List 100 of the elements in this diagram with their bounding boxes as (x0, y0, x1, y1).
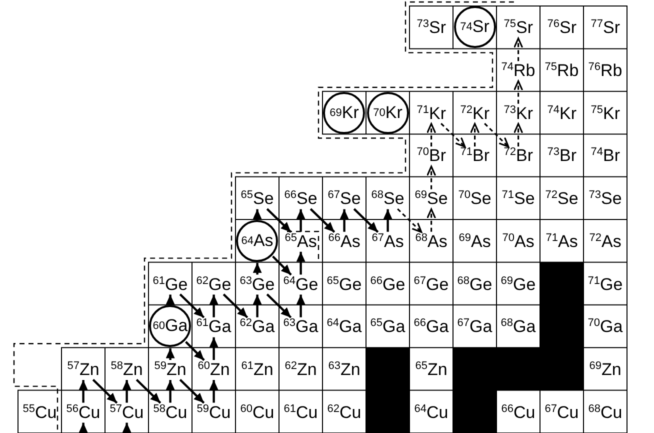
nuclide-label: $^{75}$Kr (590, 104, 621, 123)
nuclide-label: $^{70}$Se (457, 190, 492, 208)
nuclide-label: $^{76}$Rb (587, 62, 624, 80)
nuclide-label: $^{57}$Cu (108, 404, 145, 422)
stable-nuclide-cell (366, 390, 410, 433)
nuclide-label: $^{59}$Zn (153, 360, 188, 379)
nuclide-label: $^{66}$Ga (412, 318, 450, 336)
arrow (266, 208, 292, 233)
arrow (209, 294, 218, 318)
arrow (222, 294, 248, 318)
arrow (310, 208, 336, 233)
nuclide-label: $^{65}$Se (240, 190, 275, 208)
nuclide-label: $^{73}$Kr (502, 104, 534, 123)
nuclide-label: $^{64}$Ge (282, 276, 320, 294)
arrow (296, 209, 306, 232)
nuclide-label: $^{73}$Sr (416, 19, 447, 38)
nuclide-label: $^{74}$Br (590, 147, 621, 166)
dashed-arrow (426, 166, 436, 190)
nuclide-label: $^{62}$Ga (238, 318, 276, 336)
nuclide-label: $^{66}$As (327, 232, 362, 251)
arrow (252, 262, 262, 275)
nuclide-label: $^{66}$Ge (369, 276, 406, 294)
arrow (166, 380, 175, 403)
nuclide-label: $^{71}$Se (500, 190, 536, 208)
nuclide-label: $^{64}$Ga (326, 318, 363, 336)
nuclide-label: $^{67}$Se (326, 190, 362, 208)
dashed-arrow (426, 208, 436, 232)
nuclide-label: $^{57}$Zn (66, 360, 100, 379)
nuclide-label: $^{69}$Zn (588, 360, 622, 379)
arrow (383, 209, 392, 232)
nuclide-label: $^{62}$Ge (195, 276, 232, 294)
stable-nuclide-cell (366, 348, 410, 390)
nuclide-label: $^{72}$Se (544, 190, 580, 208)
nuclide-label: $^{68}$Ge (456, 276, 494, 294)
arrow (340, 209, 349, 232)
nuclide-label: $^{67}$Ge (412, 276, 450, 294)
arrow (252, 209, 262, 220)
nuclide-label: $^{75}$Sr (502, 19, 534, 38)
nuclide-label: $^{70}$Ga (586, 318, 624, 336)
nuclide-label: $^{65}$Zn (414, 360, 448, 379)
arrow (166, 294, 175, 305)
nuclide-label: $^{72}$Kr (459, 104, 490, 123)
nuclide-label: $^{76}$Sr (546, 19, 578, 38)
nuclide-label: $^{62}$Cu (326, 404, 362, 422)
nuclide-label: $^{66}$Se (283, 190, 318, 208)
arrow (209, 380, 218, 403)
nuclide-label: $^{69}$Se (414, 190, 449, 208)
nuclide-label: $^{59}$Cu (196, 404, 232, 422)
dashed-arrow (484, 122, 510, 148)
nuclide-label: $^{70}$As (501, 232, 536, 251)
nuclide-label: $^{71}$Kr (416, 104, 447, 123)
arrow (272, 256, 292, 276)
arrow (122, 422, 132, 433)
dashed-arrow (440, 122, 466, 148)
nuclide-label: $^{61}$Zn (240, 360, 274, 379)
dashed-arrow (514, 38, 524, 62)
nuclide-label: $^{68}$Cu (587, 404, 624, 422)
nuclide-label: $^{72}$Br (502, 147, 534, 166)
nuclide-label: $^{77}$Sr (590, 19, 621, 38)
arrow (179, 378, 205, 404)
nuclide-label: $^{58}$Zn (110, 360, 144, 379)
nuclide-label: $^{73}$Se (588, 190, 623, 208)
nuclide-label: $^{61}$Cu (282, 404, 319, 422)
arrow (296, 252, 306, 275)
arrow (78, 380, 88, 403)
nuclide-label: $^{70}$Br (416, 147, 447, 166)
nuclide-label: $^{60}$Cu (239, 404, 276, 422)
nuclide-label: $^{65}$As (284, 232, 318, 251)
arrow (179, 294, 205, 318)
nuclide-label: $^{63}$Ga (282, 318, 320, 336)
dashed-arrow (514, 80, 524, 104)
nuclide-label: $^{75}$Rb (544, 62, 580, 80)
nuclide-label: $^{69}$As (458, 232, 492, 251)
nuclide-label: $^{68}$Se (370, 190, 406, 208)
arrow (296, 294, 306, 318)
nuclide-label: $^{67}$Cu (544, 404, 580, 422)
nuclide-label: $^{60}$Zn (196, 360, 231, 379)
nuclide-label: $^{74}$Kr (546, 104, 578, 123)
dashed-arrow (397, 208, 422, 233)
nuclide-label: $^{68}$Ga (500, 318, 537, 336)
stable-nuclide-cell (540, 262, 584, 305)
arrow (166, 348, 175, 360)
nuclide-label: $^{62}$Zn (284, 360, 318, 379)
nuclide-label: $^{71}$Ge (586, 276, 624, 294)
nuclide-label: $^{65}$Ga (369, 318, 406, 336)
nuclide-label: $^{64}$Cu (413, 404, 450, 422)
nuclide-label: $^{63}$Zn (327, 360, 362, 379)
dashed-arrow (426, 123, 436, 146)
nuclide-label: $^{61}$Ga (195, 318, 232, 336)
arrow (353, 208, 379, 233)
nuclide-label: $^{66}$Cu (500, 404, 536, 422)
nuclide-label: $^{55}$Cu (22, 404, 58, 422)
arrow (209, 337, 218, 360)
arrow (122, 380, 132, 403)
nuclide-label: $^{69}$Ge (500, 276, 537, 294)
arrow (185, 341, 205, 361)
nuclide-label: $^{67}$As (370, 232, 405, 251)
nuclide-label: $^{72}$As (588, 232, 622, 251)
nuclide-label: $^{71}$As (544, 232, 579, 251)
arrow (266, 294, 292, 318)
